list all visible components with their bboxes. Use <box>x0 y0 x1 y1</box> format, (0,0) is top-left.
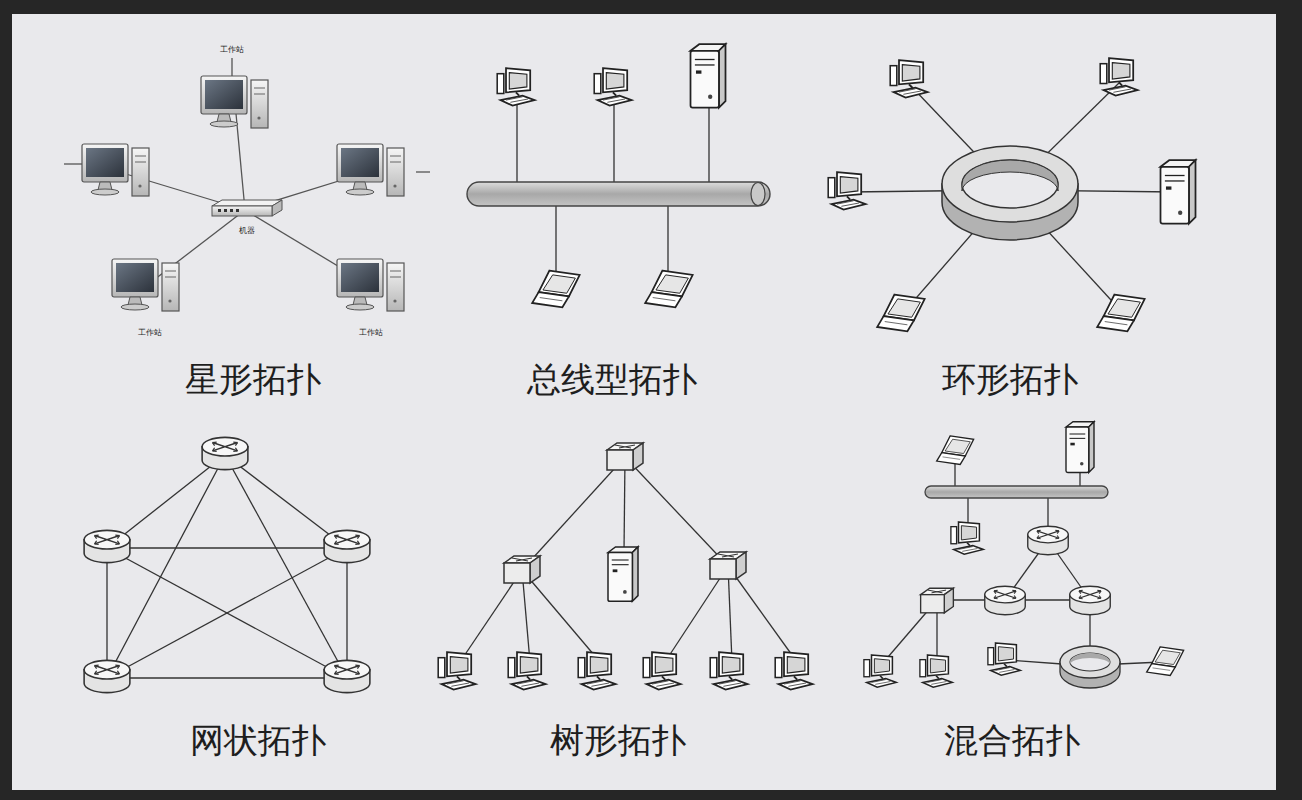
device-label: 工作站 <box>359 329 383 338</box>
topology-caption: 树形拓扑 <box>550 722 686 759</box>
topology-caption: 混合拓扑 <box>944 722 1080 759</box>
device-label: 工作站 <box>220 46 244 55</box>
topology-caption: 网状拓扑 <box>190 722 326 759</box>
device-label: 工作站 <box>138 329 162 338</box>
topology-caption: 环形拓扑 <box>942 361 1078 398</box>
topology-caption: 总线型拓扑 <box>527 361 697 398</box>
topology-caption: 星形拓扑 <box>185 361 321 398</box>
hub-label: 机器 <box>239 227 255 236</box>
